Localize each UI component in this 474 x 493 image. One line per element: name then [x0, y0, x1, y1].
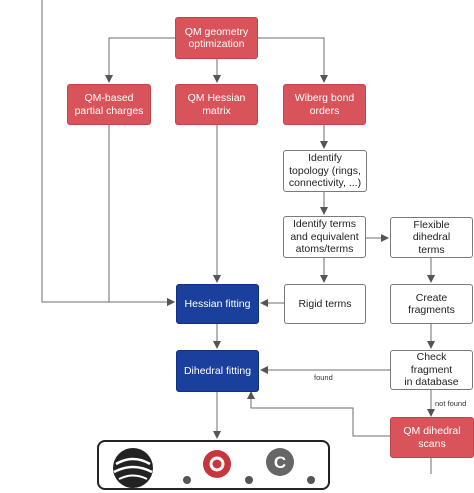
edge-geometry-to-wiberg [258, 37, 328, 83]
hessian-fitting-node: Hessian fitting [176, 284, 259, 324]
qm-geometry-optimization-node: QM geometry optimization [175, 17, 258, 59]
workflow-diagram: QM geometry optimization QM-based partia… [41, 0, 474, 490]
edge-charges-to-hessian-fitting [108, 125, 175, 306]
qm-partial-charges-node: QM-based partial charges [67, 84, 151, 125]
identify-topology-node: Identify topology (rings, connectivity, … [283, 150, 367, 192]
dot-icon [307, 476, 315, 484]
edge-geometry-to-charges [105, 37, 175, 83]
qm-dihedral-scans-node: QM dihedral scans [390, 417, 474, 458]
dihedral-fitting-node: Dihedral fitting [176, 350, 259, 392]
c-logo-letter: C [274, 453, 286, 472]
flexible-dihedral-terms-node: Flexible dihedral terms [390, 217, 473, 258]
c-logo-icon: C [266, 448, 294, 476]
software-logos: C [113, 448, 315, 488]
dot-icon [183, 476, 191, 484]
red-o-logo-icon [203, 450, 231, 478]
wiberg-bond-orders-node: Wiberg bond orders [283, 84, 366, 125]
create-fragments-node: Create fragments [390, 284, 473, 324]
output-logos-box: C [97, 440, 330, 490]
edge-qm-dihedral-to-dihedral [247, 391, 390, 437]
edge-input-to-hessian-fitting [41, 0, 175, 306]
rigid-terms-node: Rigid terms [284, 284, 366, 324]
found-label: found [314, 373, 333, 382]
globe-logo-icon [113, 448, 153, 488]
check-fragment-node: Check fragment in database [390, 350, 473, 390]
identify-terms-node: Identify terms and equivalent atoms/term… [283, 216, 366, 258]
qm-hessian-matrix-node: QM Hessian matrix [175, 84, 258, 125]
not-found-label: not found [435, 399, 467, 408]
dot-icon [245, 476, 253, 484]
flow-connectors [41, 0, 435, 474]
